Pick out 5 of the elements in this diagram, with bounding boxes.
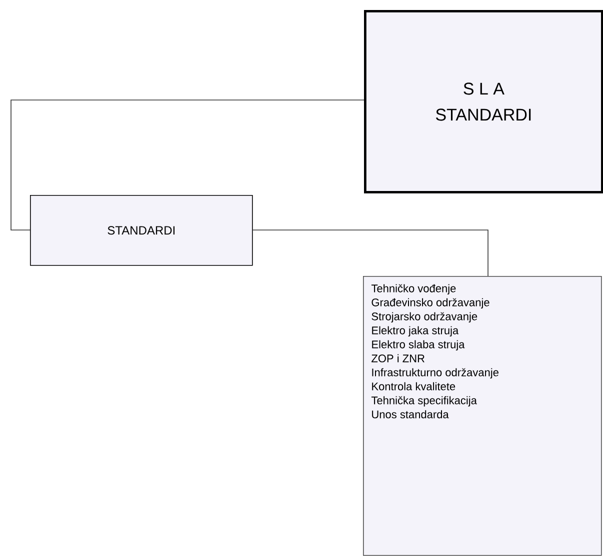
title-box: S L A STANDARDI — [364, 10, 603, 194]
connector-line — [10, 100, 364, 230]
category-box: STANDARDI — [30, 195, 253, 266]
list-box: Tehničko vođenje Građevinsko održavanje Strojarsko održavanje Elektro jaka struja Elektro slaba struja ZOP i ZNR Infrastrukturno održavanje Kontrola kvalitete Tehnička specifikacija Unos standarda — [363, 276, 602, 556]
connector-line — [252, 230, 488, 276]
